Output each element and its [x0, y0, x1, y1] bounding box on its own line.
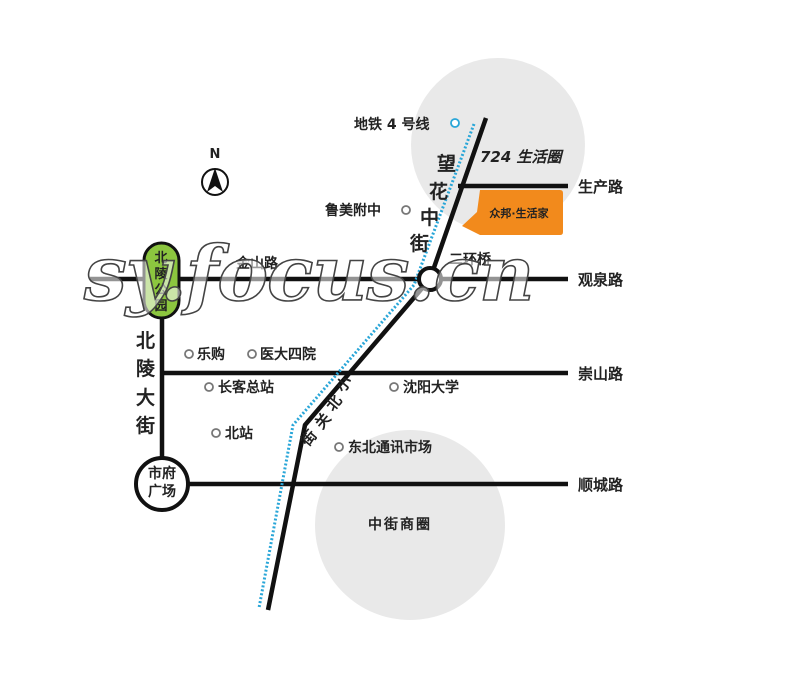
road-wanghua-xiaobeiguan [265, 117, 489, 611]
zone-zhongjie-label: 中街商圈 [368, 516, 432, 533]
project-logo-text: 众邦·生活家 [489, 206, 549, 220]
poi-label: 沈阳大学 [403, 379, 459, 396]
shifu-square-label-1: 市府 [148, 465, 176, 482]
road-label-shengchan: 生产路 [578, 178, 624, 196]
poi-label: 长客总站 [218, 379, 274, 396]
beiling-park-label: 北陵公园 [154, 251, 168, 314]
poi-dongbei: 东北通讯市场 [334, 439, 432, 456]
metro-station-icon [450, 118, 460, 128]
poi-legou: 乐购 [184, 346, 225, 363]
poi-label: 北站 [225, 425, 253, 442]
road-label-xiaobeiguan-2: 北 [322, 391, 345, 414]
poi-lumei: 鲁美附中 [324, 202, 411, 219]
poi-yida: 医大四院 [247, 346, 316, 363]
poi-label: 鲁美附中 [324, 202, 381, 219]
poi-beizhan: 北站 [211, 425, 253, 442]
poi-marker-icon [401, 205, 411, 215]
north-arrow-icon: N [201, 147, 229, 196]
poi-marker-icon [184, 349, 194, 359]
road-label-guanquan: 观泉路 [578, 271, 624, 289]
poi-marker-icon [334, 442, 344, 452]
road-label-beiling-4: 街 [135, 414, 155, 437]
metro-label: 地铁 4 号线 [354, 116, 430, 133]
poi-marker-icon [204, 382, 214, 392]
project-logo: 众邦·生活家 [462, 190, 563, 235]
road-label-wanghua-3: 中 [420, 206, 439, 229]
poi-marker-icon [389, 382, 399, 392]
shifu-square-label-2: 广场 [148, 483, 176, 500]
road-label-beiling-2: 陵 [136, 357, 156, 380]
erhuanqiao-label: 二环桥 [449, 251, 492, 268]
road-label-shuncheng: 顺城路 [578, 476, 624, 494]
road-label-jinshan: 金山路 [235, 255, 279, 272]
road-label-wanghua-4: 街 [409, 232, 429, 255]
metro-line-4 [257, 123, 476, 609]
beiling-park-marker [142, 241, 181, 320]
road-label-beiling-1: 北 [136, 330, 155, 352]
watermark: sy.focus.cn [83, 229, 533, 318]
road-label-beiling-3: 大 [136, 386, 155, 409]
shifu-square-node [134, 456, 190, 512]
road-label-chongshan: 崇山路 [578, 365, 624, 383]
road-label-wanghua-2: 花 [429, 180, 448, 203]
road-label-wanghua-1: 望 [437, 152, 456, 175]
erhuanqiao-node [417, 266, 443, 292]
poi-changke: 长客总站 [204, 379, 274, 396]
poi-label: 东北通讯市场 [348, 439, 432, 456]
project-logo-callout [462, 190, 563, 235]
poi-label: 乐购 [197, 346, 225, 363]
zone-724-circle [411, 58, 585, 232]
zone-724-label: 724 生活圈 [480, 148, 565, 166]
compass-label: N [210, 147, 221, 162]
zone-zhongjie-circle [315, 430, 505, 620]
poi-marker-icon [247, 349, 257, 359]
poi-shenyang-univ: 沈阳大学 [389, 379, 459, 396]
poi-label: 医大四院 [260, 346, 316, 363]
poi-marker-icon [211, 428, 221, 438]
